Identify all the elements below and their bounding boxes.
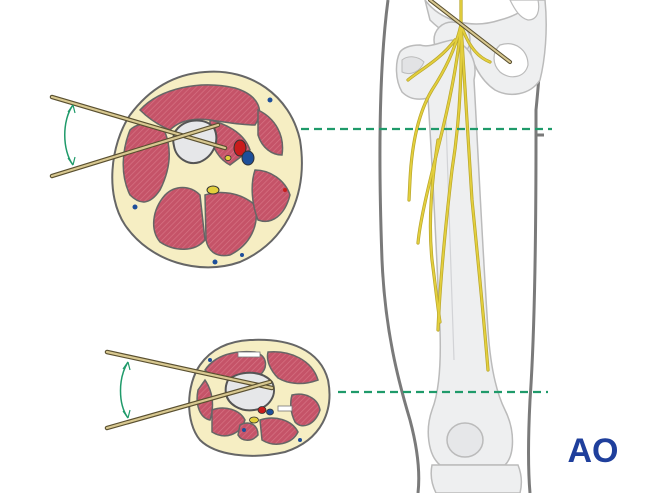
distal-cross-section — [104, 338, 331, 457]
tibia-bone — [430, 464, 523, 493]
pubic-ramus — [509, 0, 540, 21]
patella — [446, 422, 484, 458]
femoral-artery — [233, 139, 247, 157]
proximal-pins — [49, 94, 228, 179]
leg-outline — [378, 0, 421, 493]
distal-pins — [104, 349, 275, 431]
leg-illustration — [378, 0, 547, 493]
proximal-angle-arc — [64, 104, 74, 166]
ao-logo: AO — [568, 432, 619, 470]
femur-bone — [395, 39, 514, 466]
proximal-pin-leg — [428, 0, 512, 64]
femoral-vein — [241, 150, 255, 166]
sciatic-nerve — [206, 185, 220, 195]
proximal-cross-section — [49, 70, 303, 269]
distal-angle-arc — [119, 361, 129, 419]
